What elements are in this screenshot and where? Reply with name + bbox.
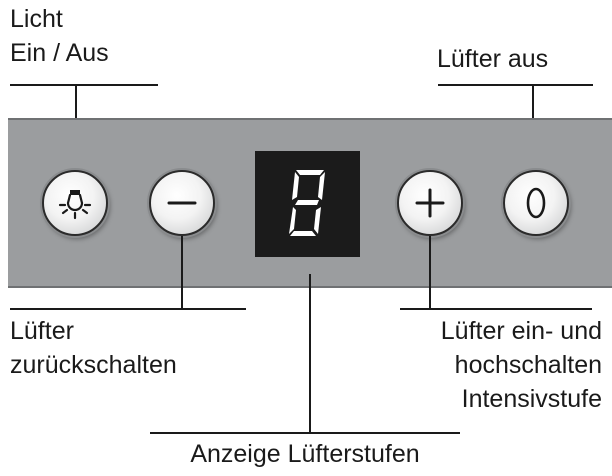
light-toggle-button[interactable] bbox=[42, 170, 108, 236]
zero-icon bbox=[526, 187, 546, 219]
fan-up-button[interactable] bbox=[397, 170, 463, 236]
fan-down-label: Lüfter zurückschalten bbox=[10, 314, 177, 382]
fan-down-leader-vertical bbox=[181, 236, 183, 310]
display-leader-horizontal bbox=[150, 432, 460, 434]
fan-down-button[interactable] bbox=[149, 170, 215, 236]
fan-up-label: Lüfter ein- und hochschalten Intensivstu… bbox=[441, 314, 602, 416]
fan-off-label: Lüfter aus bbox=[437, 45, 549, 73]
light-label-line2: Ein / Aus bbox=[10, 39, 109, 67]
fan-off-leader-horizontal bbox=[438, 84, 593, 86]
fan-off-button[interactable] bbox=[503, 170, 569, 236]
light-bulb-icon bbox=[58, 190, 92, 220]
light-label: Licht Ein / Aus bbox=[10, 2, 109, 70]
plus-icon bbox=[415, 188, 445, 218]
display-label: Anzeige Lüfterstufen bbox=[190, 440, 420, 468]
display-leader-vertical bbox=[309, 274, 311, 434]
fan-up-label-line2: hochschalten bbox=[454, 351, 602, 379]
light-label-line1: Licht bbox=[10, 5, 63, 33]
minus-icon bbox=[167, 201, 197, 205]
fan-up-leader-horizontal bbox=[400, 308, 592, 310]
fan-down-leader-horizontal bbox=[10, 308, 246, 310]
fan-level-display bbox=[255, 151, 360, 257]
fan-up-label-line1: Lüfter ein- und bbox=[440, 317, 602, 345]
fan-up-leader-vertical bbox=[429, 236, 431, 310]
fan-down-label-line1: Lüfter bbox=[10, 317, 74, 345]
fan-up-label-line3: Intensivstufe bbox=[461, 385, 602, 413]
seven-segment-digit bbox=[288, 170, 325, 236]
fan-down-label-line2: zurückschalten bbox=[10, 351, 177, 379]
light-leader-horizontal bbox=[10, 84, 158, 86]
